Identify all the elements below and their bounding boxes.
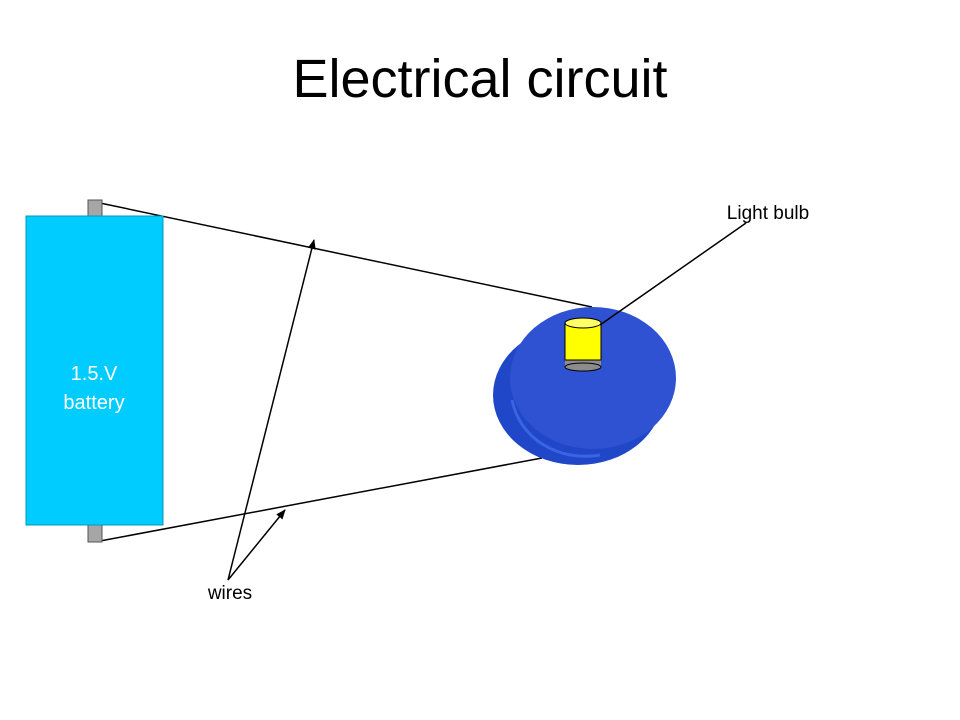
- battery-body: [25, 215, 164, 526]
- bulb-glass: [564, 322, 602, 361]
- bulb-glass-cap: [564, 317, 602, 329]
- slide-title: Electrical circuit: [292, 49, 668, 109]
- wires-arrow-top: [227, 239, 316, 581]
- bulb-holder-top: [510, 307, 676, 449]
- wires-label: wires: [207, 583, 252, 604]
- bottom-wire: [99, 457, 543, 542]
- wires-arrow-bottom: [227, 509, 286, 581]
- light-bulb-pointer: [599, 222, 747, 326]
- battery-bottom-terminal: [87, 523, 103, 543]
- battery-label-line1: 1.5.V: [71, 363, 118, 385]
- top-wire: [99, 202, 593, 308]
- bulb-holder-rim: [510, 399, 601, 458]
- battery-label-line2: battery: [63, 392, 124, 414]
- light-bulb-label: Light bulb: [727, 203, 809, 224]
- battery-top-terminal: [87, 199, 103, 219]
- bulb-base-bottom: [564, 362, 602, 372]
